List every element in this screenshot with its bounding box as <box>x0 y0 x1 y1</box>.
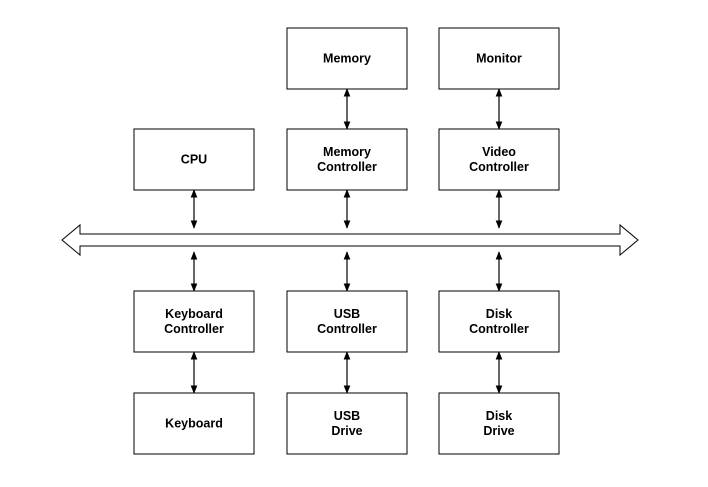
keyboard-controller-label-line-0: Keyboard <box>165 307 223 321</box>
memory-controller-label-line-1: Controller <box>317 160 377 174</box>
disk-drive-label-line-1: Drive <box>483 424 514 438</box>
usb-drive-label-line-1: Drive <box>331 424 362 438</box>
memory-rect <box>286 27 408 90</box>
disk-controller-label-line-1: Controller <box>469 322 529 336</box>
monitor-rect <box>438 27 560 90</box>
memory-controller-label-line-0: Memory <box>323 145 371 159</box>
memory-label-line-0: Memory <box>323 52 371 66</box>
usb-drive-rect <box>286 392 408 455</box>
keyboard-controller-label-line-1: Controller <box>164 322 224 336</box>
keyboard-rect <box>133 392 255 455</box>
connectors <box>190 88 503 394</box>
usb-controller-rect <box>286 290 408 353</box>
cpu-label-line-0: CPU <box>181 153 207 167</box>
cpu-box: CPU <box>133 128 255 191</box>
keyboard-controller-rect <box>133 290 255 353</box>
disk-drive-label-line-0: Disk <box>486 409 512 423</box>
system-bus-arrow <box>61 223 639 257</box>
video-controller-rect <box>438 128 560 191</box>
usb-drive-label-line-0: USB <box>334 409 360 423</box>
keyboard-box: Keyboard <box>133 392 255 455</box>
disk-controller-rect <box>438 290 560 353</box>
keyboard-label-line-0: Keyboard <box>165 417 223 431</box>
video-controller-label-line-1: Controller <box>469 160 529 174</box>
monitor-box: Monitor <box>438 27 560 90</box>
usb-controller-label-line-0: USB <box>334 307 360 321</box>
disk-controller-label-line-0: Disk <box>486 307 512 321</box>
usb-controller-label-line-1: Controller <box>317 322 377 336</box>
disk-drive-rect <box>438 392 560 455</box>
cpu-rect <box>133 128 255 191</box>
memory-box: Memory <box>286 27 408 90</box>
monitor-label-line-0: Monitor <box>476 52 522 66</box>
memory-controller-rect <box>286 128 408 191</box>
video-controller-label-line-0: Video <box>482 145 516 159</box>
